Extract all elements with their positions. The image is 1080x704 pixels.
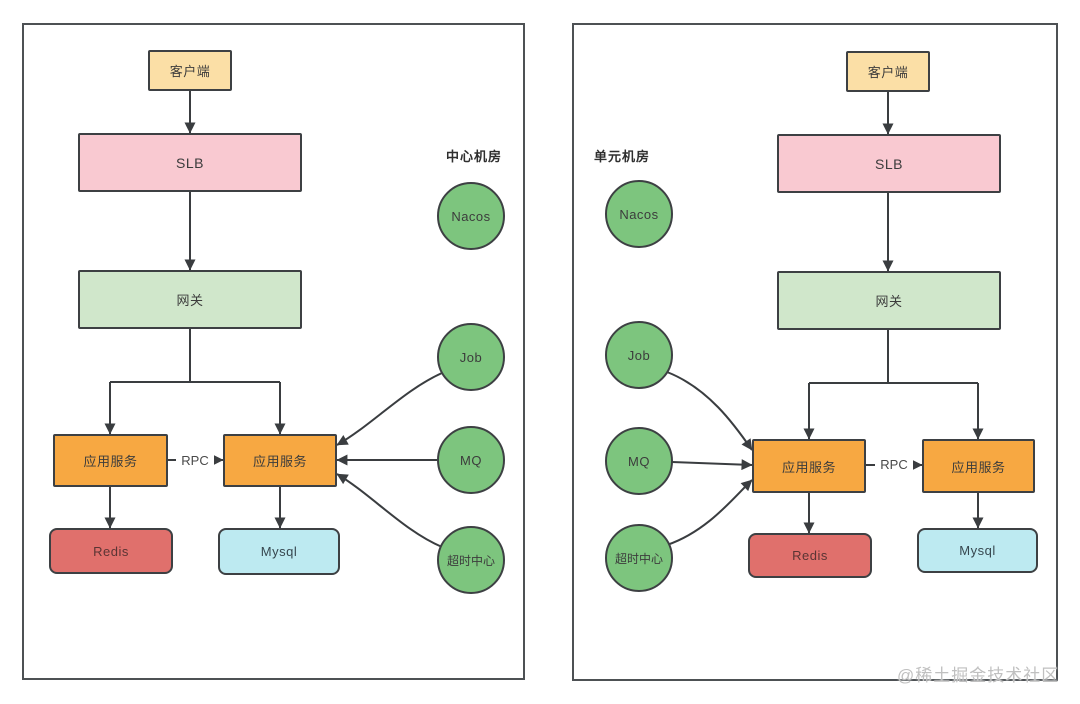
gateway-node-right: 网关 xyxy=(777,271,1001,330)
mysql-node-right: Mysql xyxy=(917,528,1038,573)
rpc-label-right: RPC xyxy=(875,457,913,473)
gateway-node-left: 网关 xyxy=(78,270,302,329)
mysql-node-left: Mysql xyxy=(218,528,340,575)
arrow-timeout-app-left xyxy=(336,473,443,548)
app-service-a-right: 应用服务 xyxy=(752,439,866,493)
mq-circle-right: MQ xyxy=(605,427,673,495)
job-circle-left: Job xyxy=(437,323,505,391)
watermark: @稀土掘金技术社区 xyxy=(897,666,1060,685)
nacos-circle-left: Nacos xyxy=(437,182,505,250)
arrow-timeout-app-right xyxy=(666,479,753,546)
client-node-right: 客户端 xyxy=(846,51,930,92)
client-node-left: 客户端 xyxy=(148,50,232,91)
arrow-job-app-right xyxy=(666,371,753,451)
app-service-b-left: 应用服务 xyxy=(223,434,337,487)
region-label-central: 中心机房 xyxy=(445,149,502,164)
mq-circle-left: MQ xyxy=(437,426,505,494)
timeout-center-circle-right: 超时中心 xyxy=(605,524,673,592)
redis-node-left: Redis xyxy=(49,528,173,574)
redis-node-right: Redis xyxy=(748,533,872,578)
arrow-mq-app-right xyxy=(671,459,753,471)
slb-node-right: SLB xyxy=(777,134,1001,193)
slb-node-left: SLB xyxy=(78,133,302,192)
app-service-b-right: 应用服务 xyxy=(922,439,1035,493)
arrow-job-app-left xyxy=(336,372,443,446)
panel-unit-datacenter xyxy=(572,23,1058,681)
panel-central-datacenter xyxy=(22,23,525,680)
nacos-circle-right: Nacos xyxy=(605,180,673,248)
timeout-center-circle-left: 超时中心 xyxy=(437,526,505,594)
rpc-label-left: RPC xyxy=(176,453,214,469)
app-service-a-left: 应用服务 xyxy=(53,434,168,487)
job-circle-right: Job xyxy=(605,321,673,389)
region-label-unit: 单元机房 xyxy=(593,149,650,164)
